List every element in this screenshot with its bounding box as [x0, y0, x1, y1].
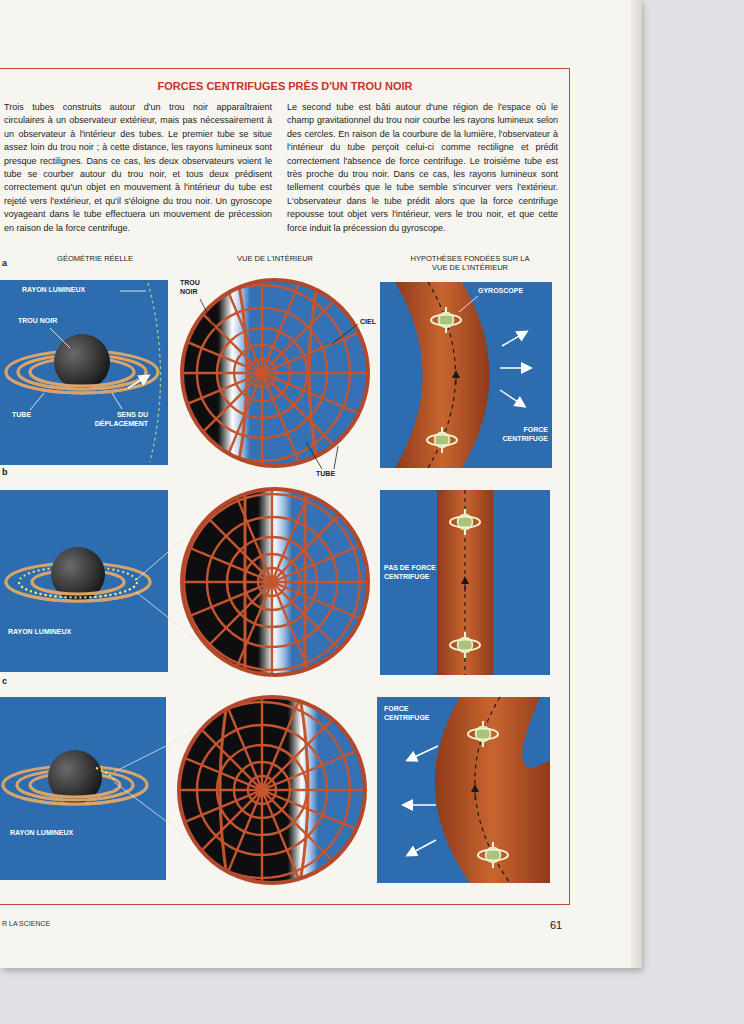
callout-label: TUBE [316, 470, 342, 477]
figure-panel: RAYON LUMINEUX [0, 697, 166, 880]
row-letter: b [2, 467, 12, 477]
panel-label: RAYON LUMINEUX [22, 286, 118, 295]
interior-view-b [152, 462, 392, 702]
interior-view-c [142, 670, 382, 910]
panel-label: TUBE [12, 411, 42, 420]
panel-label: SENS DU DÉPLACEMENT [70, 411, 148, 428]
panel-label: TROU NOIR [18, 317, 68, 326]
column-heading: VUE DE L'INTÉRIEUR [200, 254, 350, 263]
hypothesis-c [377, 697, 550, 883]
hypothesis-a [380, 282, 552, 468]
page-edge [630, 0, 642, 968]
real-geometry-a [0, 280, 168, 465]
callout-label: CIEL [360, 318, 379, 325]
figure-panel: RAYON LUMINEUX TROU NOIR TUBE SENS DU DÉPLA… [0, 280, 168, 465]
footer-text: R LA SCIENCE [2, 920, 82, 927]
figure-panel: FORCE CENTRIFUGE [377, 697, 550, 883]
hypothesis-b [380, 490, 550, 675]
panel-label: FORCE CENTRIFUGE [498, 426, 548, 443]
panel-label: RAYON LUMINEUX [8, 628, 104, 637]
column-heading: HYPOTHÈSES FONDÉES SUR LA VUE DE L'INTÉR… [405, 254, 535, 272]
row-letter: a [2, 258, 12, 268]
figure-panel: GYROSCOPE FORCE CENTRIFUGE [380, 282, 552, 468]
column-heading: GÉOMÉTRIE RÉELLE [20, 254, 170, 263]
page-number: 61 [550, 919, 570, 931]
title: FORCES CENTRIFUGES PRÈS D'UN TROU NOIR [0, 80, 570, 92]
panel-label: RAYON LUMINEUX [10, 829, 106, 838]
figure-panel: PAS DE FORCE CENTRIFUGE [380, 490, 550, 675]
interior-view-a [142, 253, 382, 493]
panel-label: FORCE CENTRIFUGE [384, 705, 436, 722]
panel-label: PAS DE FORCE CENTRIFUGE [384, 564, 436, 581]
body-text: Le second tube est bâti autour d'une rég… [287, 101, 558, 235]
body-text: Trois tubes construits autour d'un trou … [4, 101, 272, 235]
panel-label: GYROSCOPE [478, 287, 540, 296]
row-letter: c [2, 676, 12, 686]
figure-panel: RAYON LUMINEUX [0, 490, 168, 672]
callout-label: TROU NOIR [180, 279, 214, 296]
